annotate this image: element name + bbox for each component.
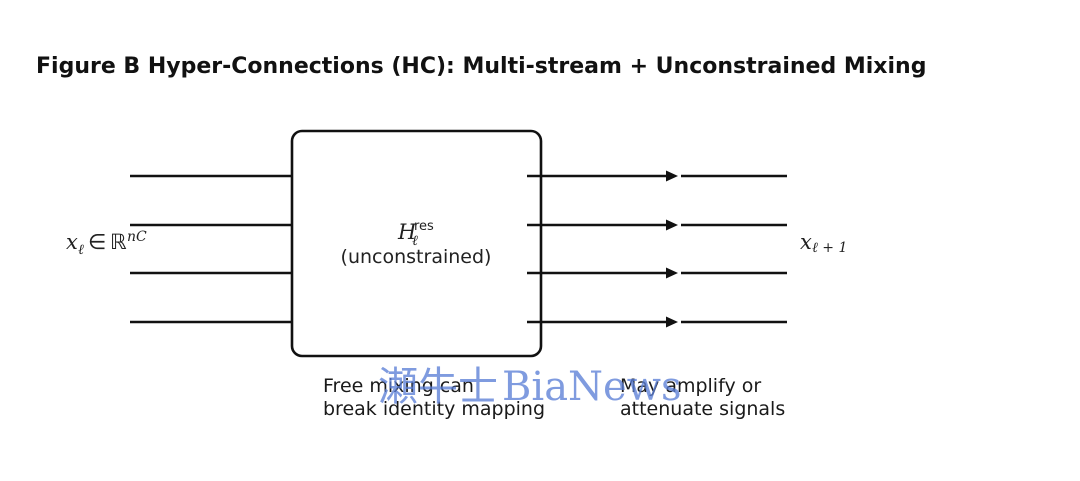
block-symbol: H [397,220,417,244]
input-space: ℝ [110,230,127,254]
block-symbol-sup: res [414,219,434,234]
input-streams [130,170,305,328]
output-label: x ℓ + 1 [800,230,847,256]
input-label: x ℓ ∈ ℝ nC [66,229,147,258]
output-stream-arrowhead [666,316,678,328]
block-symbol-sub: ℓ [412,233,418,249]
watermark-en: BiaNews [502,364,681,410]
mixing-block [290,129,543,358]
output-stream-arrowhead [666,267,678,279]
output-stream-arrowhead [666,219,678,231]
input-space-sup: nC [127,229,147,245]
output-stream-arrowhead [666,170,678,182]
output-sub: ℓ + 1 [812,240,847,256]
input-relation: ∈ [88,230,106,254]
note-left-line-1: Free mixing can [323,375,474,397]
input-sub: ℓ [78,242,84,258]
mixing-block-symbol: H res ℓ [397,219,434,249]
block-description: (unconstrained) [341,246,492,268]
note-right: May amplify or attenuate signals [620,375,785,420]
note-right-line-1: May amplify or [620,375,761,397]
watermark-cn: 瀬牛士 [378,364,498,410]
note-left: Free mixing can break identity mapping [323,375,545,420]
input-var: x [66,230,78,254]
note-left-line-2: break identity mapping [323,398,545,420]
watermark: 瀬牛士 BiaNews [378,364,681,410]
figure-title: Figure B Hyper-Connections (HC): Multi-s… [36,54,926,79]
output-var: x [800,230,812,254]
output-streams [527,170,787,328]
note-right-line-2: attenuate signals [620,398,785,420]
